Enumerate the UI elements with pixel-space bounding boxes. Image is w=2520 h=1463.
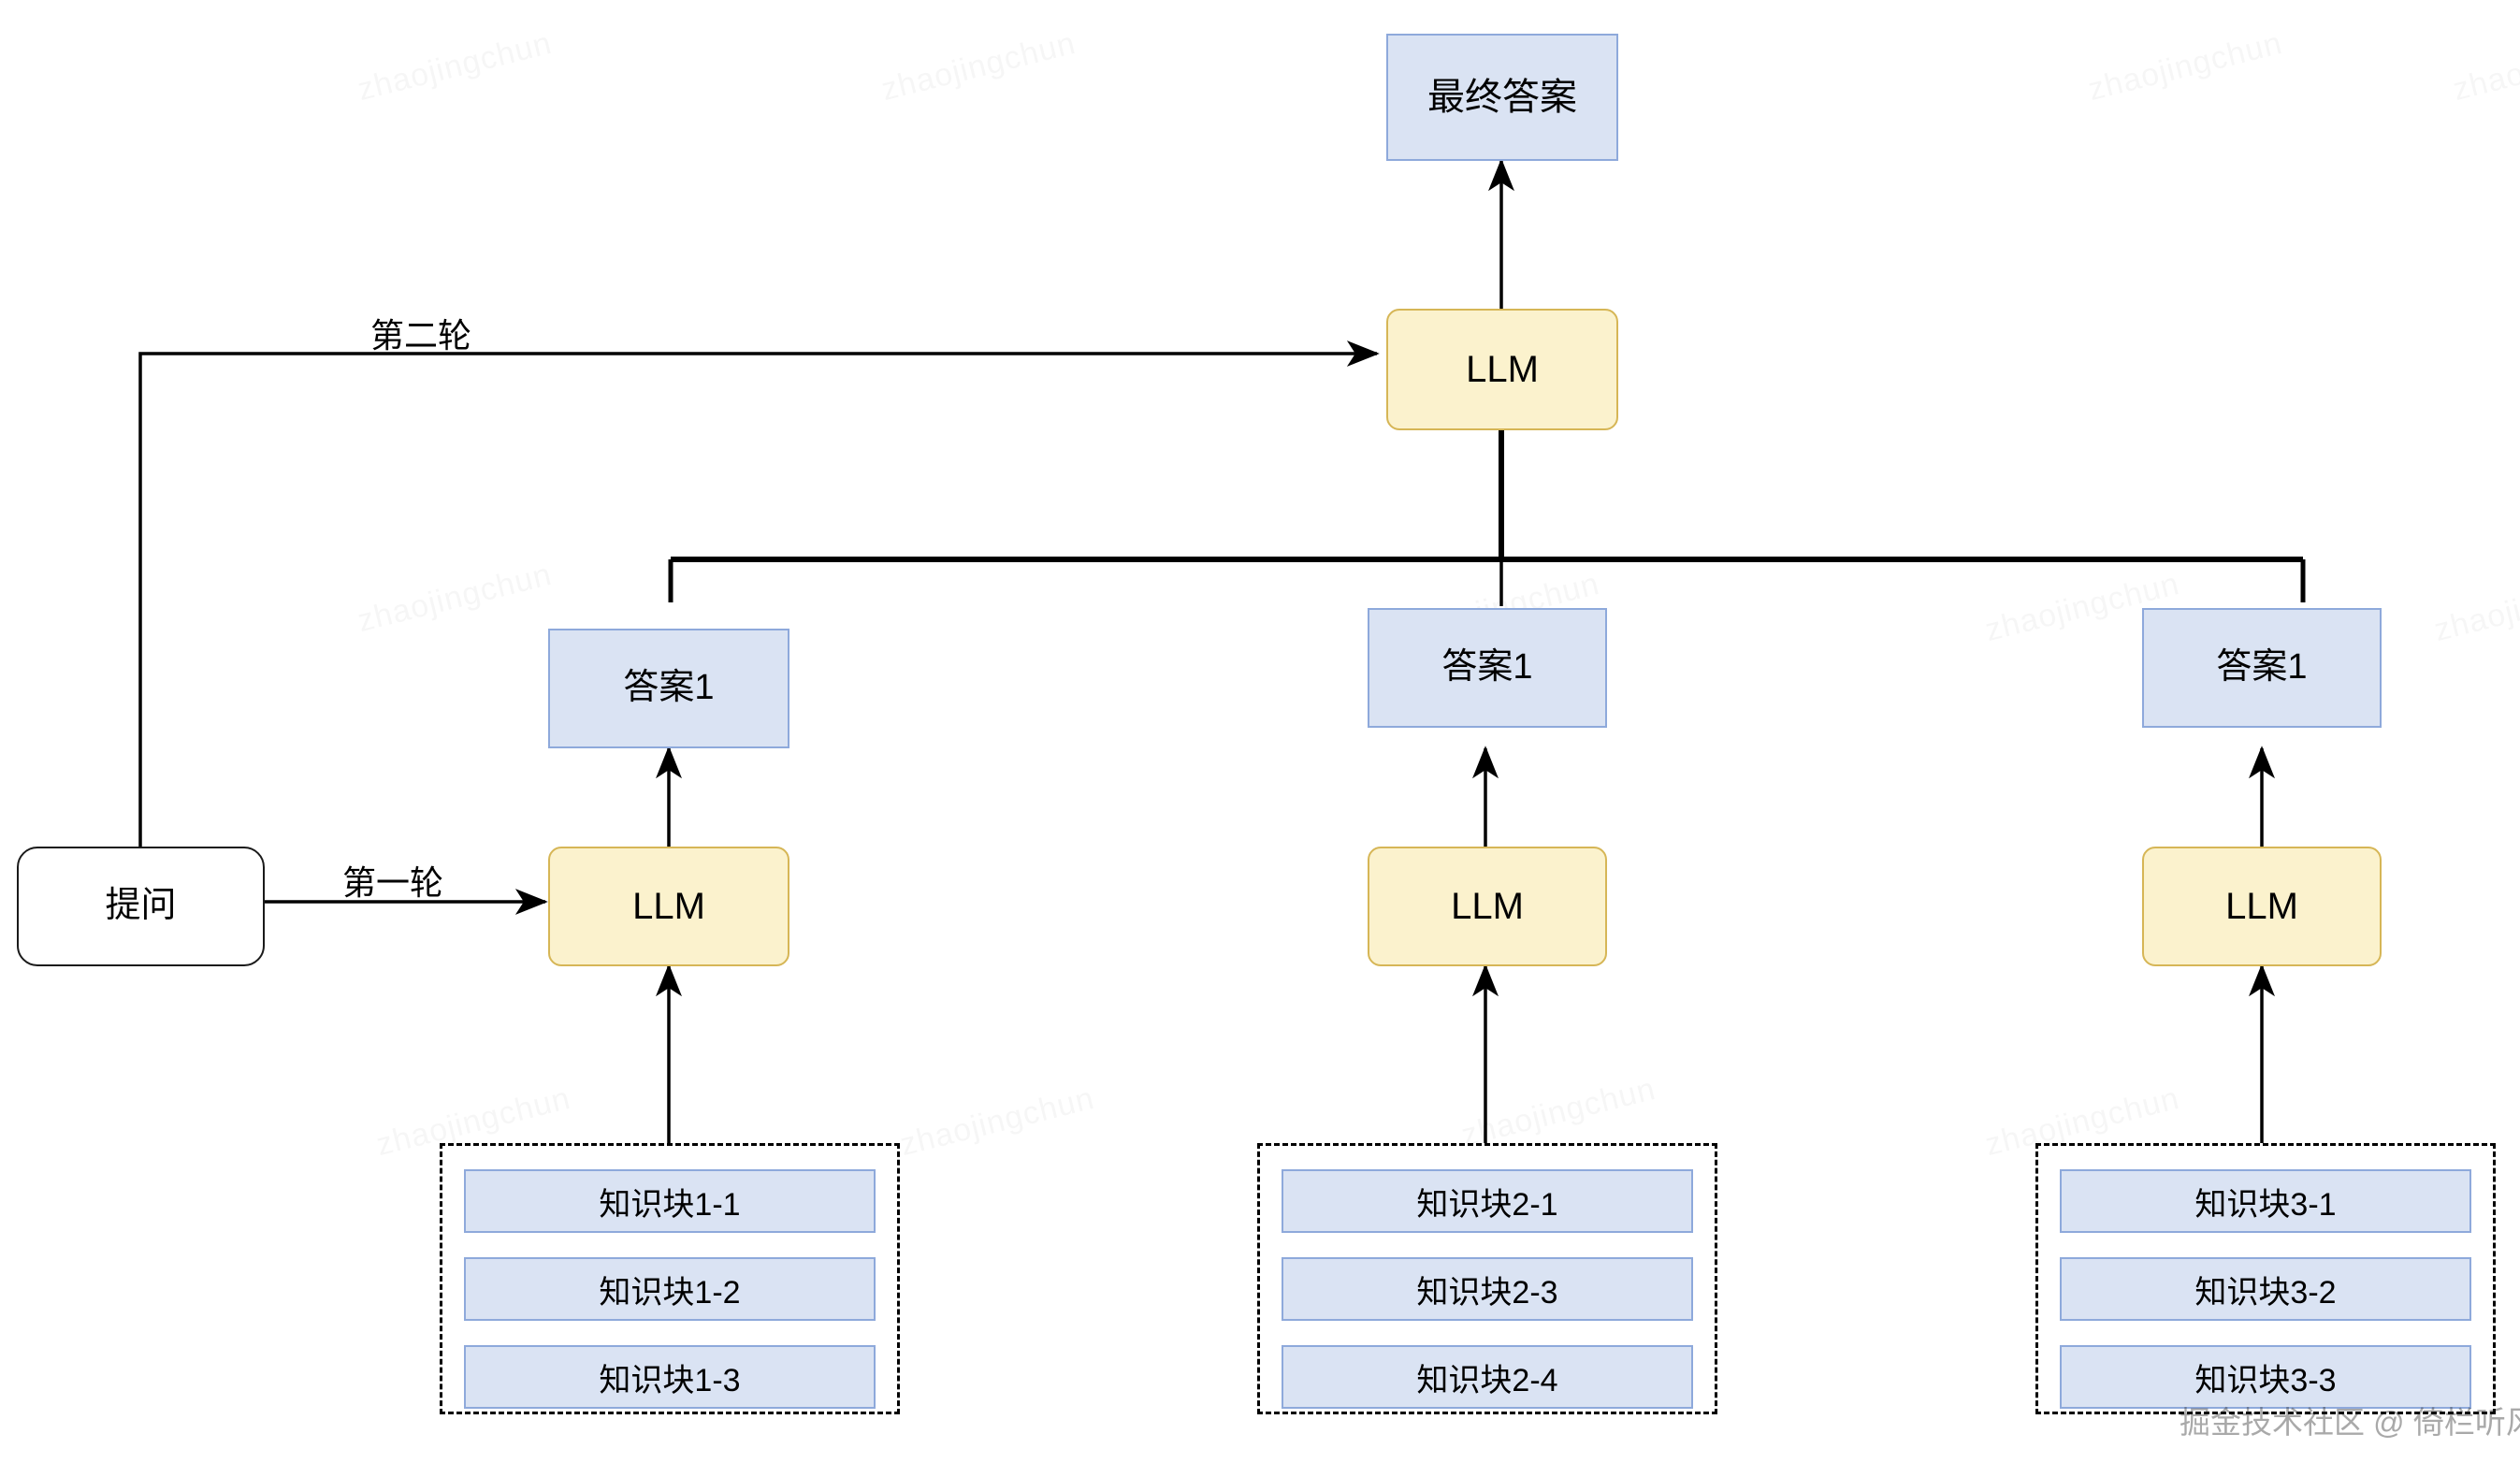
node-llm-branch-3[interactable]: LLM xyxy=(2142,847,2382,966)
node-aggregator-llm[interactable]: LLM xyxy=(1386,309,1618,430)
chunk-group-branch-3 xyxy=(2035,1143,2496,1414)
node-answer-branch-3[interactable]: 答案1 xyxy=(2142,608,2382,728)
node-llm-branch-1[interactable]: LLM xyxy=(548,847,789,966)
node-llm-branch-2-label: LLM xyxy=(1451,886,1524,927)
node-question-label: 提问 xyxy=(105,886,177,926)
chunk-label: 知识块3-3 xyxy=(2194,1362,2337,1398)
node-answer-branch-2[interactable]: 答案1 xyxy=(1368,608,1607,728)
edge-label-round-two: 第二轮 xyxy=(370,316,472,355)
chunk-item[interactable]: 知识块2-4 xyxy=(1282,1345,1693,1409)
node-llm-branch-2[interactable]: LLM xyxy=(1368,847,1607,966)
node-answer-branch-1[interactable]: 答案1 xyxy=(548,629,789,748)
node-final-answer[interactable]: 最终答案 xyxy=(1386,34,1618,161)
watermark-tile: zhaojingchun xyxy=(877,25,1079,109)
chunk-item[interactable]: 知识块3-1 xyxy=(2060,1169,2471,1233)
chunk-item[interactable]: 知识块3-2 xyxy=(2060,1257,2471,1321)
edge-label-round-one: 第一轮 xyxy=(342,863,444,902)
chunk-group-branch-2 xyxy=(1257,1143,1717,1414)
chunk-item[interactable]: 知识块2-1 xyxy=(1282,1169,1693,1233)
node-answer-branch-1-label: 答案1 xyxy=(623,668,715,708)
chunk-item[interactable]: 知识块1-3 xyxy=(464,1345,876,1409)
chunk-item[interactable]: 知识块2-3 xyxy=(1282,1257,1693,1321)
chunk-item[interactable]: 知识块1-2 xyxy=(464,1257,876,1321)
watermark-credit: 掘金技术社区 @ 倚栏听风雨 xyxy=(2180,1405,2520,1440)
chunk-label: 知识块2-1 xyxy=(1416,1186,1558,1223)
watermark-tile: zhaojingchun xyxy=(354,557,556,640)
watermark-tile: zhaojingchun xyxy=(2449,25,2520,109)
node-answer-branch-3-label: 答案1 xyxy=(2216,647,2308,688)
edge-round-two xyxy=(138,340,1380,847)
node-final-answer-label: 最终答案 xyxy=(1427,77,1577,118)
node-llm-branch-3-label: LLM xyxy=(2225,886,2298,927)
watermark-tile: zhaojingchun xyxy=(2084,25,2286,109)
chunk-label: 知识块2-3 xyxy=(1416,1274,1558,1311)
node-question[interactable]: 提问 xyxy=(17,847,265,966)
chunk-group-branch-1 xyxy=(440,1143,900,1414)
chunk-label: 知识块3-1 xyxy=(2194,1186,2337,1223)
node-aggregator-llm-label: LLM xyxy=(1466,349,1539,390)
chunk-label: 知识块1-3 xyxy=(599,1362,741,1398)
chunk-label: 知识块1-1 xyxy=(599,1186,741,1223)
watermark-tile: zhaojingchun xyxy=(896,1080,1098,1164)
chunk-item[interactable]: 知识块1-1 xyxy=(464,1169,876,1233)
watermark-tile: zhaojingchun xyxy=(2430,566,2520,649)
node-llm-branch-1-label: LLM xyxy=(632,886,705,927)
chunk-label: 知识块2-4 xyxy=(1416,1362,1558,1398)
watermark-tile: zhaojingchun xyxy=(1457,1071,1659,1154)
chunk-label: 知识块3-2 xyxy=(2194,1274,2337,1311)
chunk-label: 知识块1-2 xyxy=(599,1274,741,1311)
node-answer-branch-2-label: 答案1 xyxy=(1441,647,1533,688)
watermark-tile: zhaojingchun xyxy=(354,25,556,109)
chunk-item[interactable]: 知识块3-3 xyxy=(2060,1345,2471,1409)
